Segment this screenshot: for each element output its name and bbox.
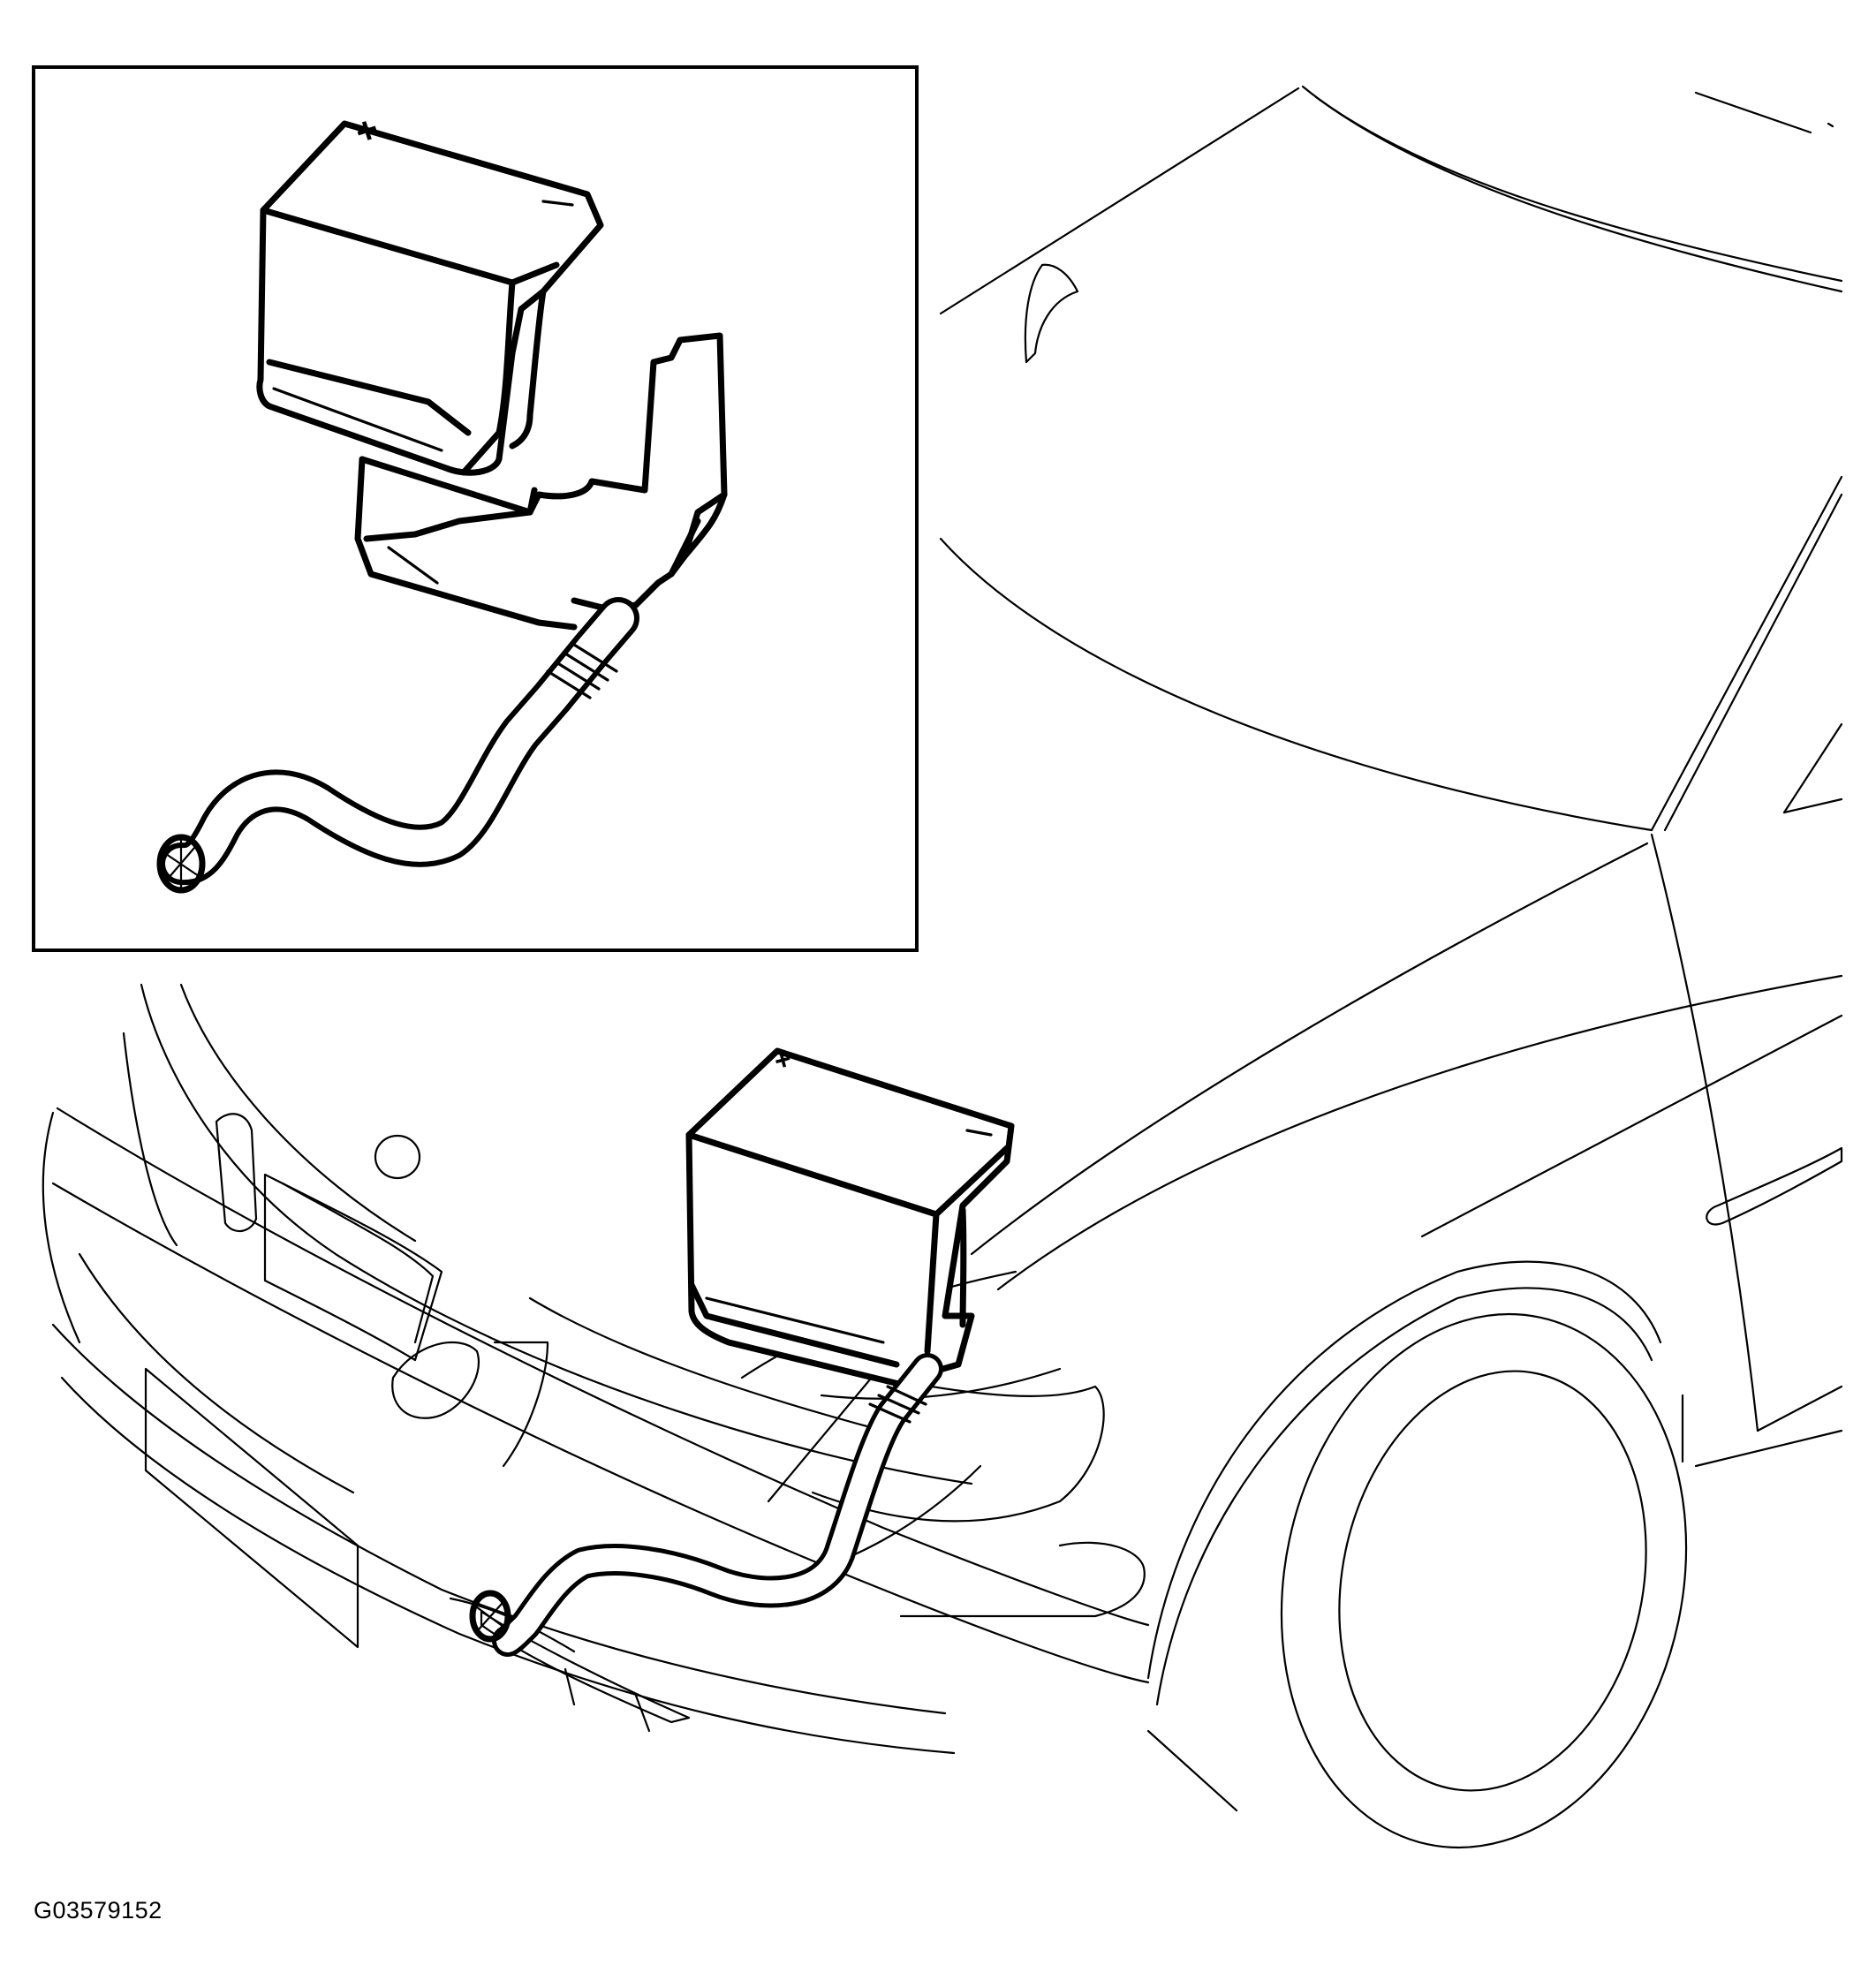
inset-cable-end-connector	[156, 834, 206, 894]
figure-id-label: G03579152	[34, 1897, 163, 1923]
inset-detail-view: +	[32, 65, 919, 952]
main-battery-assembly: +	[469, 1042, 1015, 1657]
inset-battery: +	[256, 107, 604, 476]
main-negative-terminal-mark	[965, 1129, 993, 1137]
car-outline	[42, 85, 1843, 1849]
inset-battery-tray	[354, 332, 728, 631]
inset-negative-terminal-mark	[541, 200, 574, 207]
inset-battery-cable	[156, 597, 639, 894]
main-cable-end-connector	[469, 1590, 511, 1643]
